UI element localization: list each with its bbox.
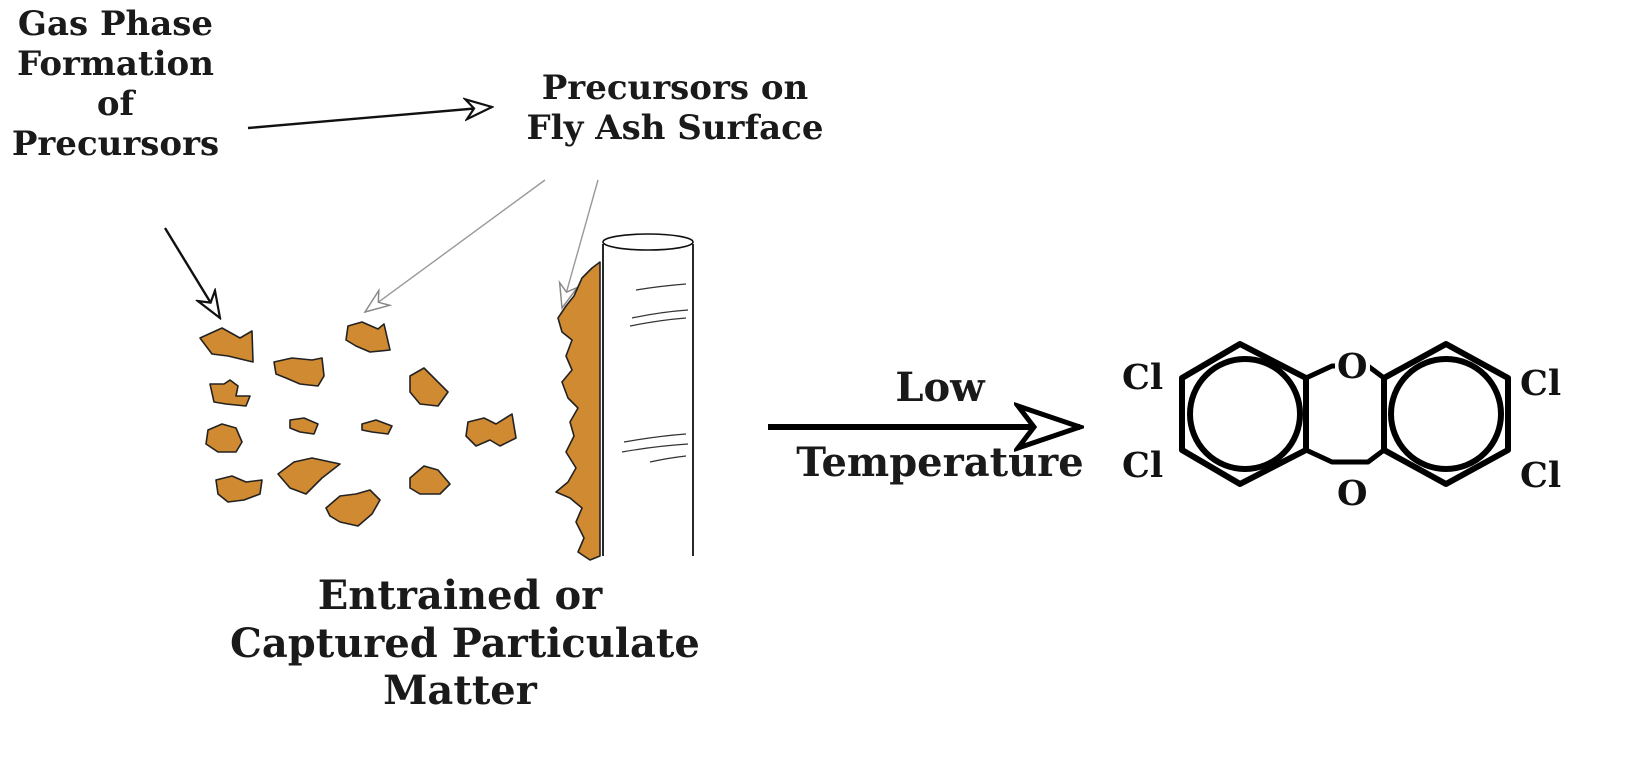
aromatic-circle-left	[1187, 356, 1303, 472]
chlorine-atom-top-left: Cl	[1122, 357, 1164, 398]
pm-label-line: Matter	[383, 667, 537, 715]
filter-cylinder	[555, 233, 694, 561]
ash-particle	[409, 465, 451, 495]
gas-label-line: Formation	[17, 44, 214, 85]
precursors-on-fly-ash-label: Precursors on Fly Ash Surface	[520, 68, 830, 148]
ash-particle	[345, 321, 391, 353]
benzene-ring-right	[1381, 341, 1511, 487]
ash-particle	[325, 489, 381, 527]
ash-particle	[215, 475, 263, 503]
precursors-label-line: Fly Ash Surface	[526, 108, 824, 149]
benzene-ring-left	[1179, 341, 1309, 487]
pm-label-line: Entrained or	[317, 572, 603, 619]
aromatic-circle-right	[1388, 356, 1504, 472]
ash-particle	[361, 419, 393, 435]
pm-label-line: Captured Particulate	[230, 619, 700, 667]
gas-label-line: Gas Phase	[17, 4, 214, 44]
chlorine-atom-bottom-right: Cl	[1520, 455, 1562, 496]
particulate-matter-label: Entrained or Captured Particulate Matter	[230, 572, 700, 715]
ash-particle	[199, 327, 254, 363]
arrow-gas-to-surface	[247, 107, 492, 130]
ash-particle	[409, 367, 449, 407]
ash-particle	[289, 417, 319, 435]
dioxin-molecule	[1179, 341, 1511, 487]
oxygen-atom-bottom: O	[1335, 473, 1370, 514]
low-temperature-label: Low Temperature	[790, 364, 1090, 486]
oxygen-atom-top: O	[1335, 346, 1370, 387]
ash-particle	[205, 423, 243, 453]
gas-label-line: Precursors	[11, 124, 220, 165]
chlorine-atom-bottom-left: Cl	[1122, 445, 1164, 486]
ash-particle	[273, 357, 325, 387]
ash-particle	[277, 457, 341, 495]
precursors-label-line: Precursors on	[541, 68, 809, 108]
gas-label-line: of	[96, 84, 135, 125]
arrow-gas-to-particle	[163, 227, 220, 318]
condition-label-line: Temperature	[796, 439, 1084, 487]
ash-particle	[465, 413, 517, 447]
captured-ash	[555, 261, 601, 561]
gas-phase-formation-label: Gas Phase Formation of Precursors	[8, 4, 223, 164]
cylinder-body	[602, 244, 694, 556]
cylinder-streaks	[621, 283, 689, 463]
ash-particle	[209, 379, 251, 407]
arrow-surface-to-filter	[562, 179, 599, 308]
arrow-surface-to-particles	[365, 179, 546, 312]
fly-ash-particles	[199, 321, 517, 527]
chlorine-atom-top-right: Cl	[1520, 363, 1562, 404]
cylinder-top	[602, 233, 694, 251]
condition-label-line: Low	[895, 364, 985, 411]
bond-bottom-bridge	[1304, 447, 1386, 465]
